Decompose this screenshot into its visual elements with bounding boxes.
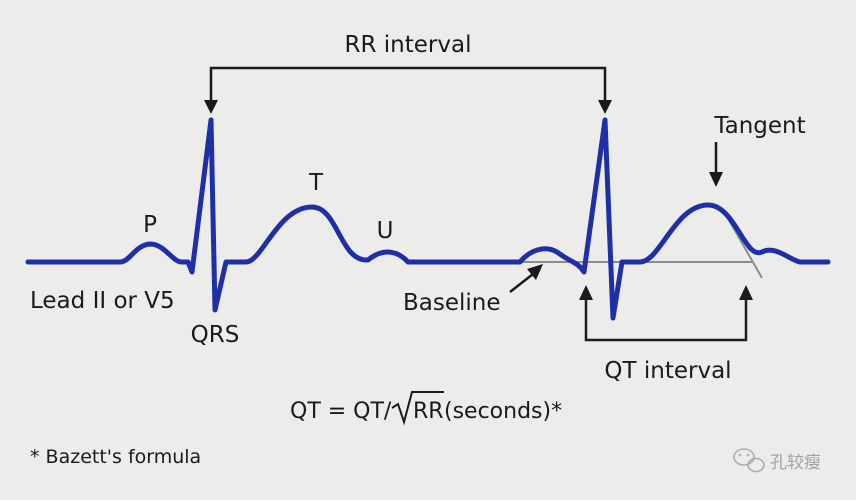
- qt-arrow-right-head: [739, 285, 753, 300]
- baseline-arrow: [509, 264, 543, 293]
- wechat-icon: [733, 448, 765, 473]
- rr-interval-bracket: [204, 66, 612, 114]
- u-wave-label: U: [377, 218, 394, 244]
- rr-interval-label: RR interval: [345, 32, 472, 58]
- footnote: * Bazett's formula: [30, 446, 201, 468]
- rr-arrow-right-head: [598, 100, 612, 114]
- tangent-label: Tangent: [713, 113, 805, 139]
- bazett-formula: QT = QT/ RR (seconds)*: [290, 391, 562, 426]
- formula-right: (seconds)*: [444, 399, 562, 424]
- rr-arrow-left-head: [204, 100, 218, 114]
- qt-arrow-left-head: [579, 285, 593, 300]
- baseline-label: Baseline: [403, 290, 501, 316]
- p-wave-label: P: [143, 212, 157, 238]
- qt-interval-bracket: [579, 285, 753, 342]
- watermark-text: 孔较瘦: [770, 453, 821, 473]
- formula-left: QT = QT/: [290, 399, 392, 424]
- qrs-label: QRS: [191, 322, 240, 348]
- ecg-trace: [25, 117, 831, 321]
- formula-radicand: RR: [413, 399, 444, 424]
- lead-label: Lead II or V5: [30, 288, 175, 314]
- watermark: 孔较瘦: [733, 448, 821, 473]
- t-wave-label: T: [308, 170, 324, 196]
- qt-interval-label: QT interval: [604, 358, 731, 384]
- square-root-sign: [391, 391, 444, 426]
- tangent-arrow: [709, 142, 723, 187]
